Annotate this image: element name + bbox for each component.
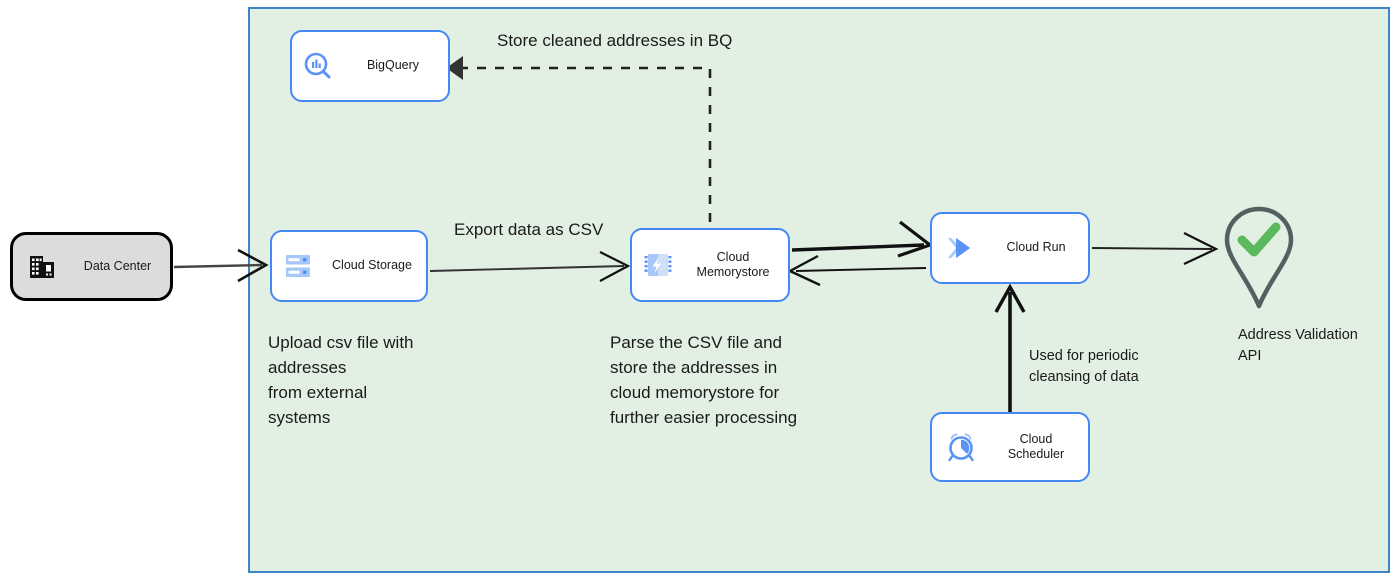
note-upload-csv: Upload csv file with addresses from exte… [268, 333, 414, 428]
node-label: Cloud Memorystore [696, 249, 770, 279]
note-parse-csv: Parse the CSV file and store the address… [610, 333, 798, 428]
data-center-icon [13, 253, 71, 281]
node-data-center[interactable]: Data Center [10, 232, 173, 301]
node-cloud-memorystore[interactable]: Cloud Memorystore [630, 228, 790, 302]
map-pin-check-icon [1224, 206, 1294, 309]
node-label: Cloud Scheduler [1007, 431, 1065, 461]
node-cloud-scheduler[interactable]: Cloud Scheduler [930, 412, 1090, 482]
cloud-memorystore-icon [632, 250, 684, 280]
node-label: Cloud Run [1006, 240, 1066, 255]
node-address-validation-api[interactable] [1221, 205, 1297, 310]
edge-label-periodic-cleansing: Used for periodic cleansing of data [1029, 348, 1139, 386]
node-cloud-run[interactable]: Cloud Run [930, 212, 1090, 284]
node-label: Data Center [83, 258, 152, 273]
node-label: Cloud Storage [332, 258, 412, 273]
bigquery-icon [292, 51, 344, 81]
cloud-storage-icon [272, 252, 324, 280]
cloud-run-icon [932, 233, 990, 263]
address-validation-api-label: Address Validation API [1238, 327, 1358, 364]
cloud-scheduler-icon [932, 431, 990, 463]
edge-label-store-cleaned-bq: Store cleaned addresses in BQ [497, 31, 733, 50]
edge-label-export-csv: Export data as CSV [454, 220, 604, 239]
node-cloud-storage[interactable]: Cloud Storage [270, 230, 428, 302]
node-label: BigQuery [366, 58, 420, 73]
node-bigquery[interactable]: BigQuery [290, 30, 450, 102]
